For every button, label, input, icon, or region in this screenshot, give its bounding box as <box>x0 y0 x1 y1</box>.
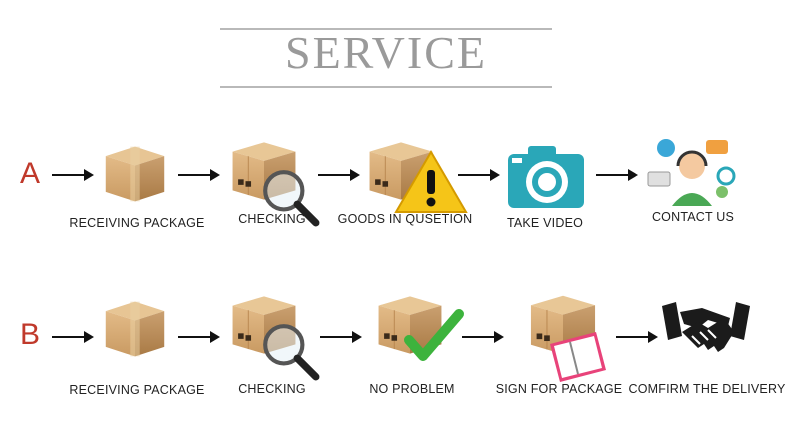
title-rule-bottom <box>220 86 552 88</box>
step-receiving-package: RECEIVING PACKAGE <box>62 297 212 427</box>
step-label: CONTACT US <box>651 210 735 224</box>
step-label: CHECKING <box>238 212 306 226</box>
arrow-right-icon <box>596 169 638 181</box>
arrow-right-icon <box>462 331 504 343</box>
handshake-icon <box>662 302 750 352</box>
step-goods-in-question: GOODS IN QUSETION <box>330 138 480 268</box>
step-label: COMFIRM THE DELIVERY <box>628 382 786 396</box>
step-receiving-package: RECEIVING PACKAGE <box>62 142 212 272</box>
arrow-right-icon <box>178 169 220 181</box>
box-notebook-icon <box>530 295 606 382</box>
step-confirm-delivery: COMFIRM THE DELIVERY <box>628 292 785 422</box>
customer-service-icon <box>647 139 736 206</box>
step-contact-us: CONTACT US <box>618 136 768 266</box>
arrow-right-icon <box>320 331 362 343</box>
arrow-right-icon <box>52 169 94 181</box>
step-label: SIGN FOR PACKAGE <box>495 382 623 396</box>
step-no-problem: NO PROBLEM <box>337 292 487 422</box>
row-a-letter: A <box>20 157 41 190</box>
page-title: SERVICE <box>285 27 487 78</box>
step-checking: CHECKING <box>197 292 347 422</box>
camera-icon <box>508 146 584 208</box>
step-label: CHECKING <box>238 382 306 396</box>
step-label: RECEIVING PACKAGE <box>69 383 205 397</box>
arrow-right-icon <box>458 169 500 181</box>
arrow-right-icon <box>52 331 94 343</box>
step-label: RECEIVING PACKAGE <box>69 216 205 230</box>
box-checkmark-icon <box>378 295 464 361</box>
step-sign-for-package: SIGN FOR PACKAGE <box>484 292 634 422</box>
step-label: NO PROBLEM <box>369 382 455 396</box>
step-checking: CHECKING <box>197 138 347 268</box>
step-take-video: TAKE VIDEO <box>470 142 620 272</box>
step-label: TAKE VIDEO <box>506 216 584 230</box>
title-rule-top <box>220 28 552 30</box>
step-label: GOODS IN QUSETION <box>337 212 473 226</box>
arrow-right-icon <box>318 169 360 181</box>
box-warning-icon <box>369 141 468 213</box>
row-b-letter: B <box>20 318 41 351</box>
arrow-right-icon <box>616 331 658 343</box>
arrow-right-icon <box>178 331 220 343</box>
